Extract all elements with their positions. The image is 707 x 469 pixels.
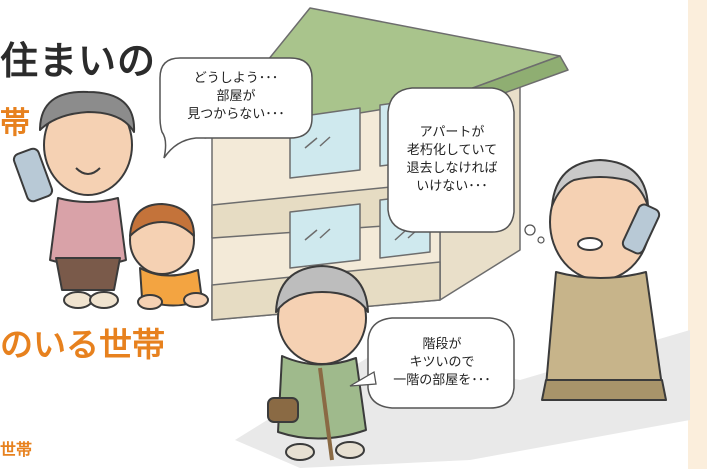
section-heading-2: のいる世帯	[0, 325, 165, 364]
bubble-grandpa-shape	[387, 87, 545, 244]
child-figure	[129, 203, 209, 310]
bubble-line: 階段が	[422, 337, 462, 352]
bubble-walker-shape	[349, 317, 515, 409]
bubble-line: アパートが	[419, 125, 485, 140]
bubble-line: 退去しなければ	[406, 161, 498, 176]
section-heading-1: 帯	[0, 106, 30, 141]
bubble-walker-text: 階段が キツいので 一階の部屋を･･･	[372, 336, 512, 390]
grandpa-figure	[541, 159, 667, 401]
side-strip	[688, 0, 707, 469]
bubble-line: 一階の部屋を･･･	[393, 373, 491, 388]
bubble-grandma-shape	[159, 57, 313, 159]
bubble-line: キツいので	[409, 355, 475, 370]
bubble-line: どうしよう･･･	[193, 71, 279, 86]
bubble-line: いけない･･･	[416, 179, 488, 194]
grandma-figure	[12, 90, 136, 309]
walker-figure	[267, 265, 369, 461]
bubble-line: 見つからない･･･	[187, 107, 285, 122]
page-heading: 住まいの	[0, 39, 157, 83]
bubble-line: 部屋が	[216, 89, 256, 104]
section-heading-3: 世帯	[0, 440, 33, 459]
bubble-grandpa-text: アパートが 老朽化していて 退去しなければ いけない･･･	[392, 124, 512, 196]
bubble-line: 老朽化していて	[406, 143, 498, 158]
bubble-grandma-text: どうしよう･･･ 部屋が 見つからない･･･	[166, 70, 306, 124]
